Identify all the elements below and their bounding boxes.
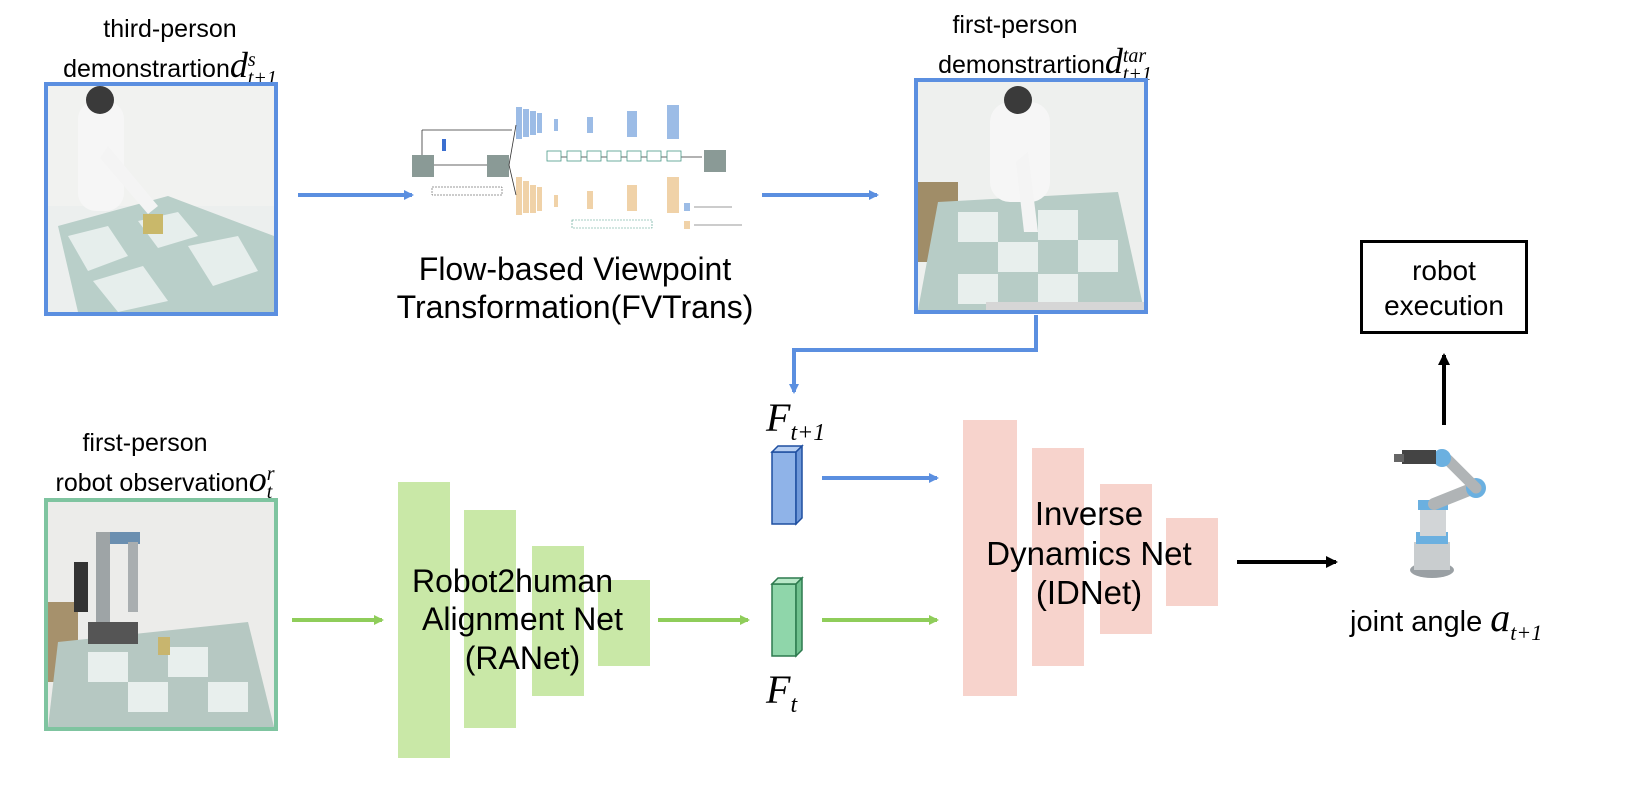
idnet-block-3 — [1100, 484, 1152, 634]
joint-angle-sub: t+1 — [1510, 620, 1543, 645]
robot-execution-label: robot execution — [1363, 253, 1525, 323]
robot-obs-photo — [44, 498, 278, 731]
arrow-demo-to-feature — [789, 315, 1038, 394]
feature-top-label: Ft+1 — [766, 394, 836, 448]
joint-angle-base: a — [1490, 595, 1511, 640]
third-person-line2: demonstrartion — [63, 55, 230, 83]
ranet-line2: Alignment Net — [422, 601, 623, 638]
idnet-block-4 — [1166, 518, 1218, 606]
ranet-line1: Robot2human — [411, 563, 614, 599]
joint-angle-text: joint angle — [1350, 606, 1483, 638]
idnet-line2: Dynamics Net — [986, 534, 1192, 572]
first-person-demo-line2: demonstrartion — [938, 51, 1105, 79]
ranet-block-2 — [464, 510, 516, 728]
joint-angle-math: at+1 — [1490, 595, 1542, 645]
fvtrans-line1: Flow-based Viewpoint — [418, 251, 732, 287]
robot-execution-line1: robot — [1412, 255, 1476, 286]
math-sup: tar — [1122, 44, 1147, 67]
fvtrans-line2: Transformation(FVTrans) — [396, 289, 754, 326]
fvtrans-label: Flow-based Viewpoint Transformation(FVTr… — [360, 250, 790, 327]
fvtrans-architecture-thumbnail — [412, 95, 752, 240]
ranet-block-3 — [532, 546, 584, 696]
idnet-block-2 — [1032, 448, 1084, 666]
math-base: o — [248, 459, 267, 499]
math-sup: r — [266, 462, 275, 485]
first-person-demo-photo — [914, 78, 1148, 314]
robot-obs-line2: robot observation — [55, 469, 249, 497]
feature-bottom-sub: t — [790, 692, 798, 718]
robot-execution-box: robot execution — [1360, 240, 1528, 334]
math-base: d — [229, 45, 248, 85]
idnet-block-1 — [963, 420, 1017, 696]
ranet-block-4 — [598, 580, 650, 666]
third-person-line1: third-person — [103, 15, 237, 43]
idnet-label: Inverse Dynamics Net (IDNet) — [950, 494, 1228, 613]
math-sub: t — [266, 480, 273, 503]
robot-execution-line2: execution — [1384, 290, 1504, 321]
feature-bottom-label: Ft — [766, 666, 826, 720]
robot-obs-line1: first-person — [82, 429, 208, 457]
feature-bottom-base: F — [766, 667, 791, 712]
feature-bottom-block — [770, 576, 804, 658]
math-sup: s — [247, 48, 256, 71]
ranet-label: Robot2human Alignment Net (RANet) — [385, 562, 660, 677]
feature-top-block — [770, 444, 804, 526]
robot-arm-image — [1394, 449, 1486, 578]
math-base: d — [1104, 41, 1123, 81]
feature-top-base: F — [766, 395, 791, 440]
idnet-line3: (IDNet) — [1035, 574, 1143, 612]
first-person-demo-line1: first-person — [952, 11, 1078, 39]
ranet-line3: (RANet) — [464, 639, 581, 676]
idnet-line1: Inverse — [1034, 495, 1144, 532]
feature-top-sub: t+1 — [790, 420, 826, 446]
joint-angle-label: joint angle at+1 — [1350, 594, 1640, 646]
third-person-photo — [44, 82, 278, 316]
ranet-block-1 — [398, 482, 450, 758]
